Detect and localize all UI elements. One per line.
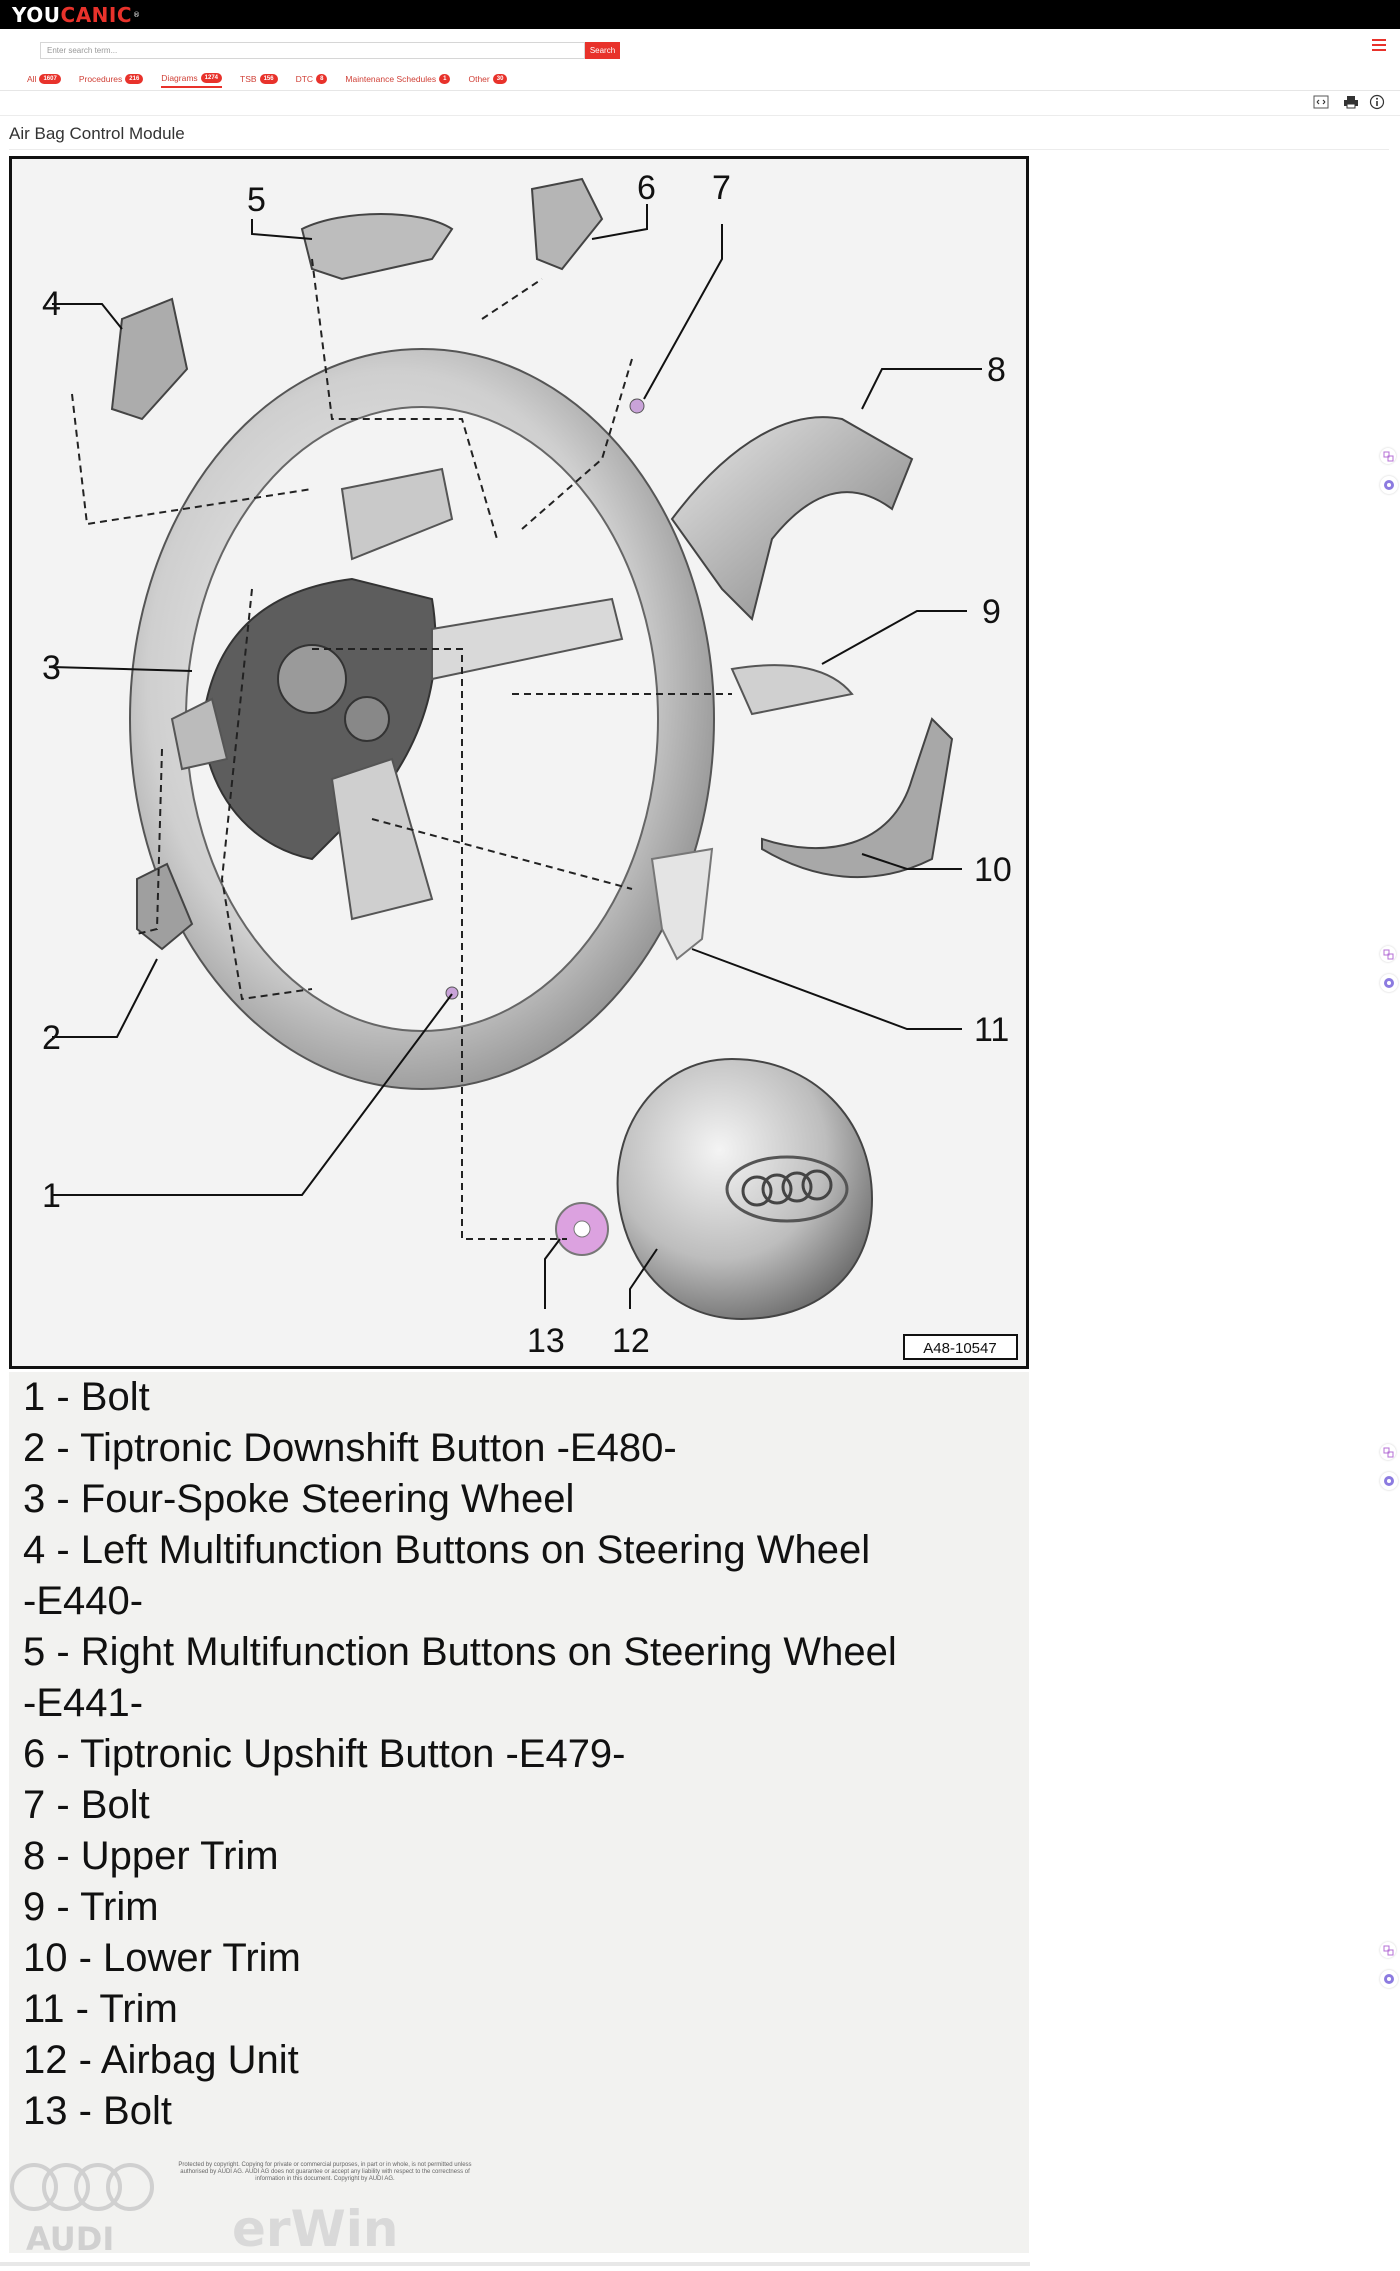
steering-wheel-exploded-diagram: 1 2 3 4 5 6 7 8 9 10 11 12 13 A48-10547 bbox=[9, 156, 1029, 1369]
trim-parts-graphic bbox=[650, 416, 954, 961]
bottom-strip bbox=[0, 2262, 1030, 2266]
legend-item: 9 - Trim bbox=[23, 1885, 159, 1929]
callout-9: 9 bbox=[982, 593, 1001, 631]
callout-2: 2 bbox=[42, 1019, 61, 1057]
steering-wheel-graphic bbox=[129, 348, 715, 1090]
legend-item: 12 - Airbag Unit bbox=[23, 2038, 299, 2082]
share-icon[interactable] bbox=[1380, 1472, 1398, 1490]
callout-10: 10 bbox=[974, 851, 1012, 889]
tab-count-badge: 216 bbox=[125, 74, 144, 84]
leader-lines bbox=[51, 204, 982, 1309]
legend-item: 11 - Trim bbox=[23, 1987, 178, 2031]
legend-item: 5 - Right Multifunction Buttons on Steer… bbox=[23, 1630, 897, 1674]
translate-icon[interactable] bbox=[1380, 946, 1396, 962]
menu-icon[interactable] bbox=[1372, 39, 1386, 51]
share-icon[interactable] bbox=[1380, 1970, 1398, 1988]
divider bbox=[9, 149, 1389, 150]
info-icon[interactable] bbox=[1369, 94, 1385, 110]
tab-count-badge: 1274 bbox=[200, 73, 223, 83]
legend-item: 4 - Left Multifunction Buttons on Steeri… bbox=[23, 1528, 871, 1572]
tab-count-badge: 8 bbox=[316, 74, 328, 84]
divider bbox=[0, 115, 1400, 116]
side-widget bbox=[1370, 1444, 1400, 1502]
legend-item: 13 - Bolt bbox=[23, 2089, 172, 2133]
page-title: Air Bag Control Module bbox=[9, 124, 185, 143]
legend-item: -E441- bbox=[23, 1681, 144, 1725]
print-icon[interactable] bbox=[1343, 94, 1359, 110]
callout-7: 7 bbox=[712, 169, 731, 207]
figure-id: A48-10547 bbox=[923, 1340, 996, 1357]
multifunction-buttons-graphic bbox=[110, 177, 645, 1000]
top-bar: YOUCANIC® bbox=[0, 0, 1400, 29]
translate-icon[interactable] bbox=[1380, 1942, 1396, 1958]
callout-13: 13 bbox=[527, 1322, 565, 1360]
tab-count-badge: 1607 bbox=[39, 74, 61, 84]
assembly-lines bbox=[71, 258, 732, 1240]
callout-labels: 1 2 3 4 5 6 7 8 9 10 11 12 13 bbox=[42, 169, 1012, 1360]
callout-12: 12 bbox=[612, 1322, 650, 1360]
callout-8: 8 bbox=[987, 351, 1006, 389]
share-icon[interactable] bbox=[1380, 476, 1398, 494]
parts-legend: 1 - Bolt 2 - Tiptronic Downshift Button … bbox=[9, 1372, 1029, 2253]
legend-item: 7 - Bolt bbox=[23, 1783, 150, 1827]
tab-count-badge: 1 bbox=[439, 74, 451, 84]
share-icon[interactable] bbox=[1380, 974, 1398, 992]
callout-6: 6 bbox=[637, 169, 656, 207]
legend-item: 10 - Lower Trim bbox=[23, 1936, 301, 1980]
side-widget bbox=[1370, 946, 1400, 1004]
svg-text:AUDI: AUDI bbox=[26, 2220, 114, 2255]
search-button[interactable]: Search bbox=[585, 42, 620, 59]
expand-icon[interactable] bbox=[1313, 94, 1329, 110]
translate-icon[interactable] bbox=[1380, 448, 1396, 464]
legend-item: -E440- bbox=[23, 1579, 144, 1623]
callout-3: 3 bbox=[42, 649, 61, 687]
copyright-notice: Protected by copyright. Copying for priv… bbox=[178, 2162, 472, 2182]
legend-item: 8 - Upper Trim bbox=[23, 1834, 279, 1878]
search-input[interactable] bbox=[40, 42, 585, 59]
audi-logo: AUDI bbox=[6, 2160, 166, 2258]
tab-count-badge: 156 bbox=[259, 74, 278, 84]
airbag-unit-graphic bbox=[555, 1057, 874, 1321]
tab-count-badge: 30 bbox=[492, 74, 508, 84]
legend-item: 1 - Bolt bbox=[23, 1375, 150, 1419]
legend-item: 3 - Four-Spoke Steering Wheel bbox=[23, 1477, 575, 1521]
callout-1: 1 bbox=[42, 1177, 61, 1215]
side-widget bbox=[1370, 1942, 1400, 2000]
legend-item: 6 - Tiptronic Upshift Button -E479- bbox=[23, 1732, 626, 1776]
callout-5: 5 bbox=[247, 181, 266, 219]
legend-item: 2 - Tiptronic Downshift Button -E480- bbox=[23, 1426, 677, 1470]
side-widget bbox=[1370, 448, 1400, 506]
youcanic-logo[interactable]: YOUCANIC® bbox=[12, 3, 141, 27]
callout-4: 4 bbox=[42, 285, 61, 323]
erwin-logo: erWin bbox=[232, 2200, 399, 2258]
divider bbox=[0, 90, 1400, 91]
translate-icon[interactable] bbox=[1380, 1444, 1396, 1460]
callout-11: 11 bbox=[974, 1011, 1009, 1049]
